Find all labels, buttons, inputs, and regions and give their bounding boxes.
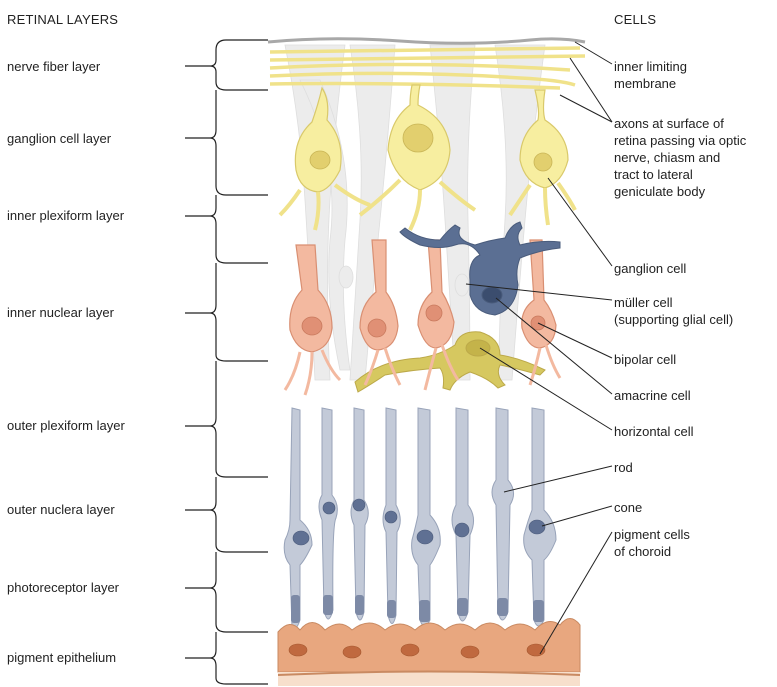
- cell-label-inner-limiting-membrane: inner limiting membrane: [614, 58, 687, 92]
- cell-label-horizontal-cell: horizontal cell: [614, 423, 694, 440]
- bracket-photoreceptor: [185, 552, 268, 632]
- bracket-outer-plexiform: [185, 361, 268, 477]
- cell-label-axons: axons at surface of retina passing via o…: [614, 115, 746, 200]
- leader-rod: [504, 466, 612, 492]
- leader-ganglion-cell: [548, 178, 612, 266]
- cell-label-pigment-cells: pigment cells of choroid: [614, 526, 690, 560]
- cell-label-amacrine-cell: amacrine cell: [614, 387, 691, 404]
- cell-label-muller-cell: müller cell (supporting glial cell): [614, 294, 733, 328]
- pigment-epithelium-band: [278, 619, 580, 687]
- rod-5: [492, 408, 514, 620]
- bracket-ganglion-cell: [185, 90, 268, 195]
- leader-inner-limiting-membrane: [575, 42, 612, 64]
- layer-brackets: [185, 40, 268, 684]
- cone-3: [524, 408, 556, 626]
- bipolar-cell-4: [522, 240, 556, 348]
- bracket-pigment-epithelium: [185, 632, 268, 684]
- cell-label-ganglion-cell: ganglion cell: [614, 260, 686, 277]
- rod-4: [452, 408, 474, 621]
- bracket-outer-nuclera: [185, 477, 268, 552]
- cell-label-rod: rod: [614, 459, 633, 476]
- bracket-nerve-fiber: [185, 40, 268, 90]
- leader-axons-1: [570, 58, 612, 122]
- inner-limiting-membrane: [268, 39, 585, 44]
- rod-2: [351, 408, 368, 620]
- cell-label-cone: cone: [614, 499, 642, 516]
- leader-axons-2: [560, 95, 612, 122]
- cell-label-bipolar-cell: bipolar cell: [614, 351, 676, 368]
- cone-2: [412, 408, 441, 626]
- bracket-inner-nuclear: [185, 263, 268, 361]
- bracket-inner-plexiform: [185, 195, 268, 263]
- leader-cone: [542, 506, 612, 526]
